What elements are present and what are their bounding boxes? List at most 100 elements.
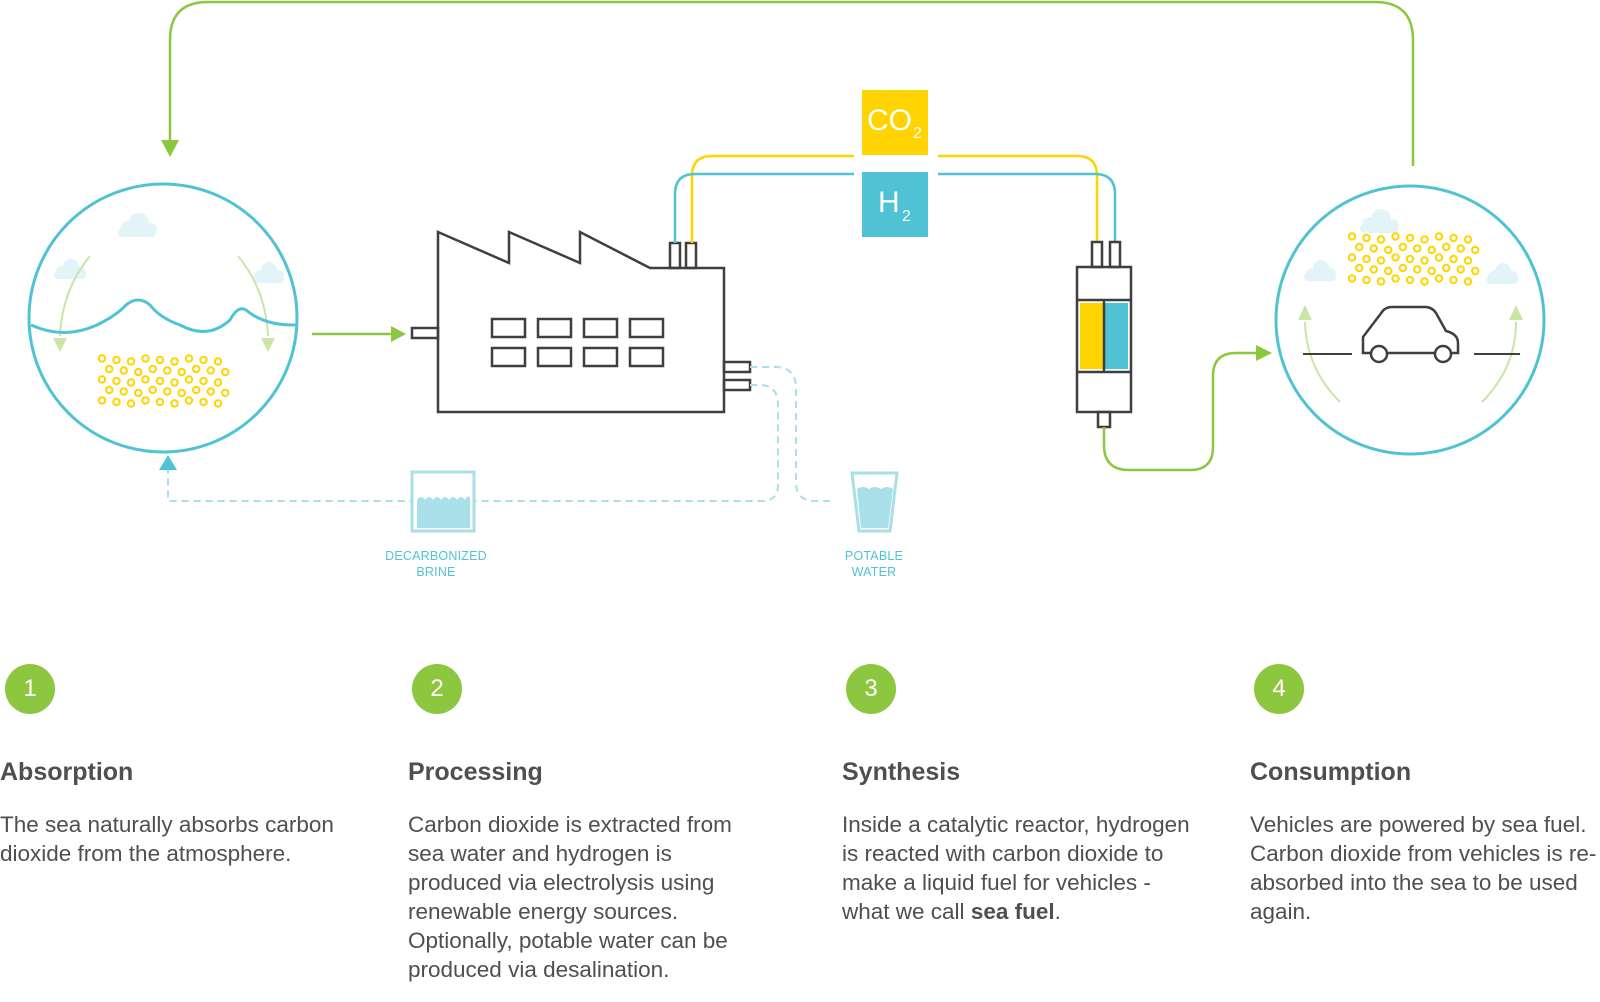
co2-particle — [163, 366, 172, 375]
consumption-circle — [1274, 184, 1546, 456]
step-consumption: 4 Consumption Vehicles are powered by se… — [1250, 664, 1600, 924]
h2-label: H — [878, 186, 900, 219]
co2-particle — [141, 375, 150, 384]
step-number-badge: 4 — [1254, 664, 1304, 714]
step-synthesis: 3 Synthesis Inside a catalytic reactor, … — [842, 664, 1222, 924]
co2-particle — [221, 367, 230, 377]
water-glass-icon — [850, 471, 899, 533]
cloud-icon — [1360, 209, 1399, 233]
co2-particle — [199, 397, 208, 407]
co2-particle — [1442, 263, 1451, 273]
co2-box — [862, 90, 928, 155]
step-processing: 2 Processing Carbon dioxide is extracted… — [408, 664, 788, 982]
sea-fuel-diagram: CO 2 H 2 DECARBONIZED BRINE POTABLE WATE… — [27, 0, 1546, 579]
co2-particle — [1347, 232, 1357, 241]
step-description: Carbon dioxide is extracted from sea wat… — [408, 812, 732, 982]
co2-particle — [1456, 265, 1465, 274]
co2-particle — [1362, 275, 1371, 285]
co2-particle — [221, 388, 230, 398]
h2-subscript: 2 — [902, 208, 911, 225]
co2-particle — [112, 397, 121, 407]
co2-particle — [119, 387, 128, 396]
reactor-icon — [1075, 240, 1133, 429]
co2-particle — [126, 378, 136, 387]
co2-particle — [199, 376, 208, 386]
step-number-badge: 2 — [412, 664, 462, 714]
factory-icon — [410, 229, 752, 414]
co2-particle — [184, 375, 194, 384]
step-description: The sea naturally absorbs carbon dioxide… — [0, 812, 334, 866]
co2-particle — [112, 376, 121, 386]
co2-particle — [105, 364, 114, 374]
co2-particle — [177, 388, 186, 398]
co2-particle — [170, 357, 179, 366]
co2-particle — [184, 396, 194, 405]
flow-arrowhead — [391, 326, 406, 342]
sea-circle — [27, 182, 299, 454]
h2-pipe-right — [938, 172, 1117, 242]
co2-particle — [1420, 256, 1429, 265]
co2-particle — [148, 385, 157, 395]
water-label-line1: POTABLE — [845, 549, 903, 563]
co2-particle — [1471, 245, 1480, 255]
co2-particle — [1347, 253, 1357, 262]
co2-particle — [134, 367, 143, 377]
co2-particle — [1391, 232, 1400, 241]
co2-particle — [206, 366, 215, 375]
absorption-arc-right — [237, 255, 269, 337]
co2-particle — [1434, 274, 1444, 283]
co2-particle — [1413, 244, 1422, 253]
co2-particle — [97, 396, 107, 405]
co2-particle — [1369, 244, 1378, 253]
co2-particle — [213, 399, 223, 408]
co2-particle — [1384, 245, 1393, 255]
step-number-badge: 3 — [846, 664, 896, 714]
co2-particle — [199, 355, 208, 365]
co2-pipe-left — [690, 154, 854, 243]
co2-particle — [1434, 232, 1444, 241]
co2-particle — [141, 396, 150, 405]
co2-particle — [1398, 263, 1407, 273]
step-description: Vehicles are powered by sea fuel. Carbon… — [1250, 812, 1597, 924]
co2-particle — [1369, 265, 1378, 274]
return-loop-arrow — [168, 0, 1415, 166]
co2-particle — [126, 357, 136, 366]
co2-particle — [141, 354, 150, 363]
up-arrow-icon — [159, 455, 177, 470]
co2-particle — [1362, 254, 1371, 264]
wave-line — [30, 298, 298, 334]
step-number-badge: 1 — [5, 664, 55, 714]
co2-particle — [1463, 256, 1473, 265]
co2-particle — [155, 376, 165, 386]
cloud-icon — [252, 262, 284, 283]
co2-particle — [1420, 277, 1429, 286]
up-arrow-icon — [1298, 305, 1312, 320]
step-description-text: Inside a catalytic reactor, hydrogen is … — [842, 812, 1190, 924]
fuel-pipe — [1102, 351, 1258, 472]
co2-particle — [163, 387, 172, 396]
co2-particle — [105, 385, 114, 395]
car-icon — [1361, 305, 1460, 364]
water-label-line2: WATER — [852, 565, 897, 579]
co2-particle — [126, 399, 136, 408]
emission-arc-right — [1481, 321, 1517, 403]
co2-subscript: 2 — [913, 125, 922, 142]
co2-particle — [213, 378, 223, 387]
emission-arc-left — [1304, 321, 1341, 403]
co2-particle — [1442, 242, 1451, 252]
cloud-icon — [54, 259, 86, 279]
co2-particle — [155, 355, 165, 365]
co2-particle — [119, 366, 128, 375]
co2-particle — [1449, 275, 1458, 285]
absorption-arc-left — [59, 255, 91, 337]
brine-label-line1: DECARBONIZED — [385, 549, 487, 563]
step-title: Processing — [408, 758, 543, 786]
up-arrow-icon — [1509, 305, 1523, 320]
flow-arrowhead — [1256, 345, 1272, 361]
co2-particle — [192, 385, 201, 395]
co2-particle — [1405, 275, 1415, 285]
co2-particle — [155, 397, 165, 407]
cloud-icon — [1486, 263, 1518, 284]
cloud-icon — [118, 213, 157, 237]
step-title: Consumption — [1250, 758, 1412, 786]
